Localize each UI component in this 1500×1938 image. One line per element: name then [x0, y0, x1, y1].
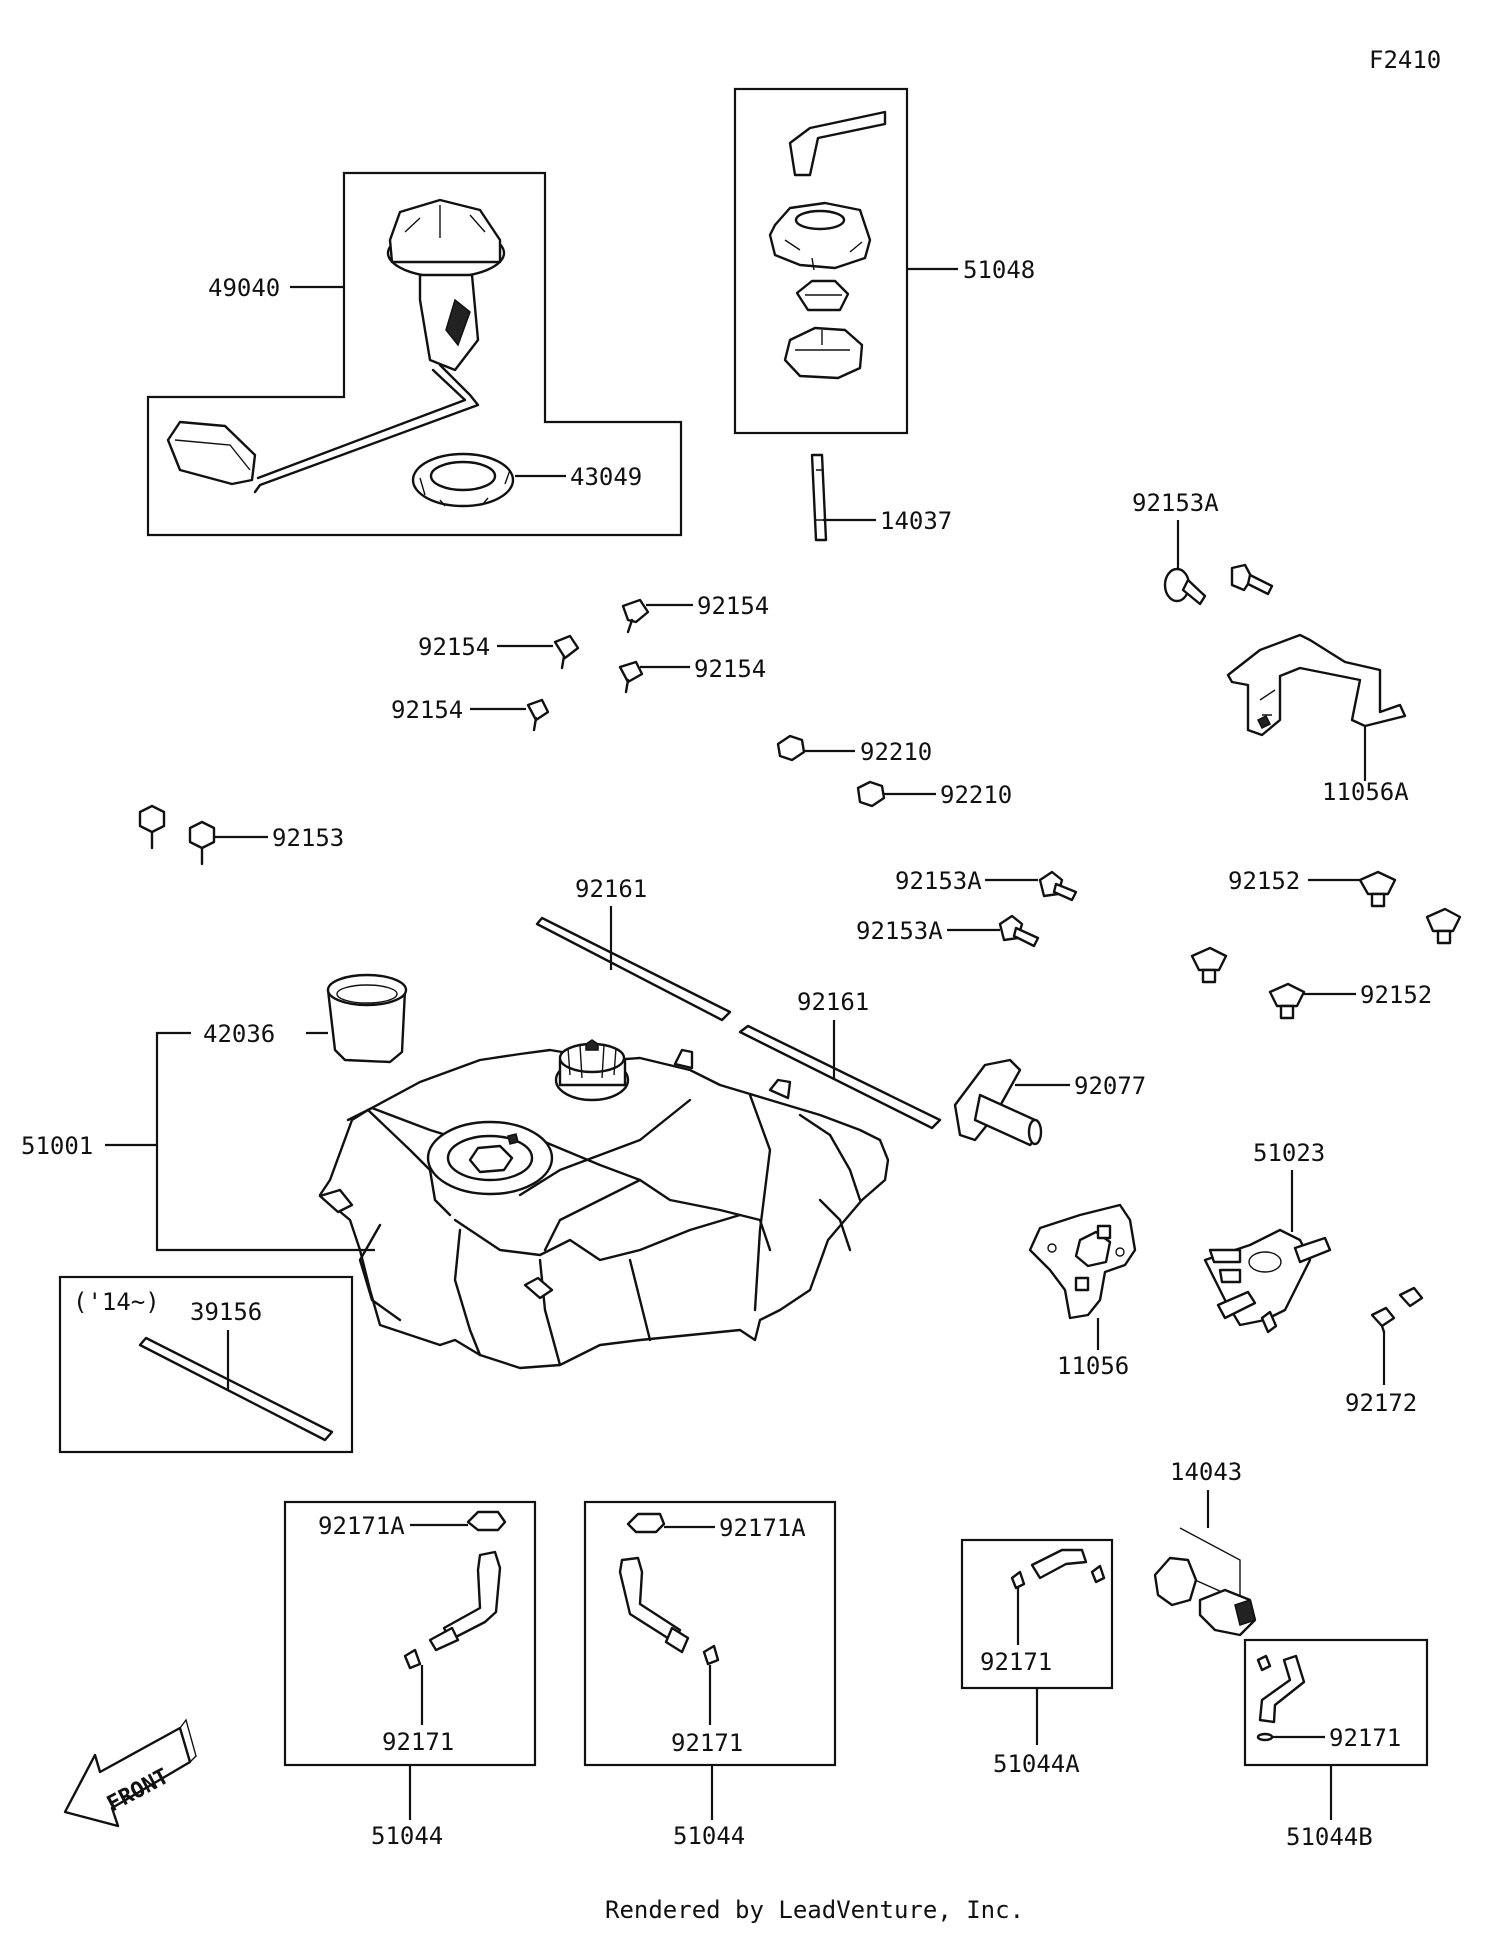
- label-92152-b: 92152: [1360, 981, 1432, 1009]
- label-92172: 92172: [1345, 1389, 1417, 1417]
- nuts-92210: [776, 734, 886, 808]
- label-92171A-right: 92171A: [719, 1514, 806, 1542]
- bolt-92153A-top: [1163, 563, 1274, 606]
- label-92171-51044A: 92171: [980, 1648, 1052, 1676]
- bolts-92153: [138, 804, 216, 866]
- fuel-tank-51001: [318, 973, 890, 1370]
- label-92153: 92153: [272, 824, 344, 852]
- label-51023: 51023: [1253, 1139, 1325, 1167]
- label-11056: 11056: [1057, 1352, 1129, 1380]
- fuel-pump-group: [146, 171, 683, 537]
- label-92077: 92077: [1074, 1072, 1146, 1100]
- label-51044-right: 51044: [673, 1822, 745, 1850]
- label-92152-a: 92152: [1228, 867, 1300, 895]
- footer-credit: Rendered by LeadVenture, Inc.: [605, 1896, 1024, 1924]
- year-note: ('14~): [73, 1288, 160, 1316]
- label-92161-a: 92161: [575, 875, 647, 903]
- label-92153A-a: 92153A: [895, 867, 982, 895]
- label-51044B: 51044B: [1286, 1823, 1373, 1851]
- label-92153A-top: 92153A: [1132, 489, 1219, 517]
- part-14043: [1153, 1527, 1257, 1637]
- label-92153A-b: 92153A: [856, 917, 943, 945]
- clips-92172: [1370, 1286, 1424, 1334]
- label-51044-left: 51044: [371, 1822, 443, 1850]
- label-14043: 14043: [1170, 1458, 1242, 1486]
- label-92154-c: 92154: [694, 655, 766, 683]
- label-92171-51044B: 92171: [1329, 1724, 1401, 1752]
- label-14037: 14037: [880, 507, 952, 535]
- fuel-cap-group: [733, 87, 909, 435]
- hose-box-51044A: [960, 1538, 1114, 1690]
- bracket-11056A: [1226, 633, 1407, 737]
- hose-box-51044B: [1243, 1638, 1429, 1767]
- strip-39156-group: [58, 1275, 354, 1454]
- label-92210-b: 92210: [940, 781, 1012, 809]
- clips-92154: [526, 598, 650, 732]
- figure-code: F2410: [1369, 46, 1441, 74]
- rod-14037: [810, 453, 828, 542]
- front-arrow-icon: FRONT: [63, 1718, 197, 1828]
- label-92154-a: 92154: [697, 592, 769, 620]
- hose-box-51044-left: [283, 1500, 537, 1767]
- label-92210-a: 92210: [860, 738, 932, 766]
- grommet-92077: [953, 1058, 1043, 1147]
- label-92171-right: 92171: [671, 1729, 743, 1757]
- label-43049: 43049: [570, 463, 642, 491]
- bushings-92152: [1190, 870, 1462, 1020]
- label-49040: 49040: [208, 274, 280, 302]
- bolts-92153A-mid: [998, 870, 1078, 948]
- label-92171A-left: 92171A: [318, 1512, 405, 1540]
- label-11056A: 11056A: [1322, 778, 1409, 806]
- hose-box-51044-right: [583, 1500, 837, 1767]
- label-42036: 42036: [203, 1020, 275, 1048]
- label-51044A: 51044A: [993, 1750, 1080, 1778]
- label-92154-b: 92154: [418, 633, 490, 661]
- label-51001: 51001: [21, 1132, 93, 1160]
- valve-51023: [1203, 1228, 1332, 1334]
- label-92161-b: 92161: [797, 988, 869, 1016]
- label-92154-d: 92154: [391, 696, 463, 724]
- strips-92161: [535, 916, 942, 1130]
- label-39156: 39156: [190, 1298, 262, 1326]
- bracket-11056: [1028, 1203, 1137, 1320]
- label-92171-left: 92171: [382, 1728, 454, 1756]
- label-51048: 51048: [963, 256, 1035, 284]
